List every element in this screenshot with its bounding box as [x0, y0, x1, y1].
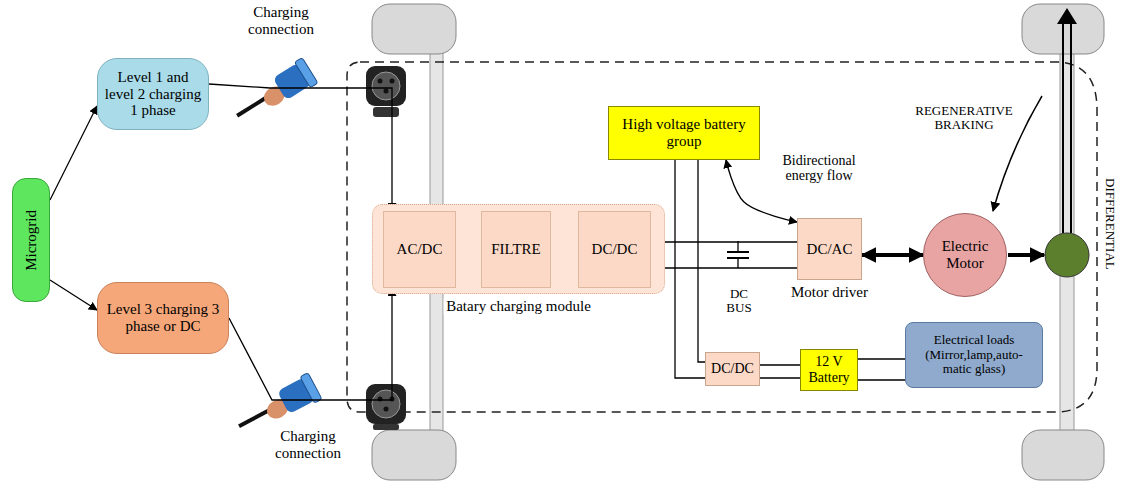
power-wire: [651, 241, 797, 242]
socket-pin: [378, 79, 383, 84]
source-box: Microgrid: [12, 178, 50, 302]
load-list: (Mirror,lamp,auto- matic glass): [910, 348, 1038, 377]
low-voltage-wire: [760, 377, 800, 378]
node-caption: Motor driver: [788, 284, 871, 301]
node-text: 12 V Battery: [805, 354, 853, 385]
drive-arrow: [862, 253, 923, 257]
plug-cable: [237, 98, 266, 116]
flow-arrow: [50, 106, 97, 200]
converter-box: AC/DC: [383, 211, 456, 288]
charging-plug: [229, 58, 318, 129]
drive-shaft-line: [1062, 22, 1064, 233]
flow-arrow: [50, 280, 97, 310]
wheel: [1022, 430, 1104, 480]
socket-face: [372, 390, 400, 418]
load-heading: Electrical loads: [934, 333, 1015, 348]
capacitor-lead: [737, 258, 738, 268]
wheel: [372, 4, 456, 54]
motor-driver-box: DC/ACMotor driver: [797, 218, 862, 280]
motor-circle: Electric Motor: [923, 213, 1007, 297]
low-voltage-wire: [858, 379, 905, 380]
filter-box: FILTRE: [481, 211, 551, 288]
module-band: Batary charging moduleAC/DCFILTREDC/DC: [372, 204, 665, 294]
differential-gear: [1045, 233, 1089, 277]
node-text: Microgrid: [23, 210, 40, 271]
wheel: [372, 430, 456, 480]
socket-pin: [378, 397, 383, 402]
plug-head: [300, 373, 322, 404]
charging-socket: [366, 384, 406, 430]
node-text: DC/DC: [592, 241, 638, 258]
charging-socket: [366, 66, 406, 117]
converter-box: DC/DC: [705, 352, 760, 386]
converter-box: DC/DC: [578, 211, 651, 288]
charging-level-box: Level 3 charging 3 phase or DC: [97, 282, 229, 354]
plug-cable: [239, 410, 269, 426]
flow-arrow: [229, 288, 392, 400]
node-text: DC/AC: [807, 241, 853, 258]
charging-level-box: Level 1 and level 2 charging 1 phase: [97, 58, 209, 130]
drive-arrow: [1008, 253, 1044, 257]
battery-box: High voltage battery group: [608, 106, 760, 160]
node-text: DC/DC: [711, 361, 754, 377]
node-text: Level 3 charging 3 phase or DC: [102, 301, 224, 335]
flow-arrow: [209, 84, 392, 211]
connector-label: Charging connection: [235, 4, 327, 37]
power-wire: [675, 160, 705, 378]
power-wire: [858, 358, 905, 359]
socket-pin: [390, 79, 395, 84]
node-text: High voltage battery group: [613, 116, 755, 150]
battery-wire: [698, 160, 705, 362]
battery-box: 12 V Battery: [800, 349, 858, 391]
bus-label: DC BUS: [717, 287, 761, 316]
socket-frame: [366, 66, 406, 106]
drive-shaft-line: [1070, 22, 1072, 233]
capacitor-symbol: [727, 241, 749, 268]
plug-head: [294, 58, 318, 88]
load-box: Electrical loads(Mirror,lamp,auto- matic…: [905, 322, 1043, 388]
node-text: Level 1 and level 2 charging 1 phase: [102, 69, 204, 119]
node-caption: Batary charging module: [443, 298, 594, 315]
node-text: AC/DC: [397, 241, 443, 258]
flow-label: REGENERATIVE BRAKING: [914, 104, 1014, 133]
socket-pin: [384, 407, 389, 412]
socket-pin: [384, 89, 389, 94]
node-text: FILTRE: [491, 241, 540, 258]
power-wire: [760, 364, 800, 365]
vehicle-outline: [347, 62, 1097, 412]
side-label: DIFFERENTIAL: [1103, 178, 1117, 270]
capacitor-plate: [727, 251, 749, 253]
socket-frame: [366, 384, 406, 424]
socket-face: [372, 72, 400, 100]
drive-arrowhead: [1057, 8, 1077, 24]
socket-cap: [373, 424, 399, 430]
flow-label: Bidirectional energy flow: [770, 153, 868, 184]
socket-cap: [373, 107, 399, 117]
node-text: Electric Motor: [933, 238, 997, 272]
dc-bus-rail: [650, 267, 797, 268]
connector-label: Charging connection: [262, 428, 354, 461]
